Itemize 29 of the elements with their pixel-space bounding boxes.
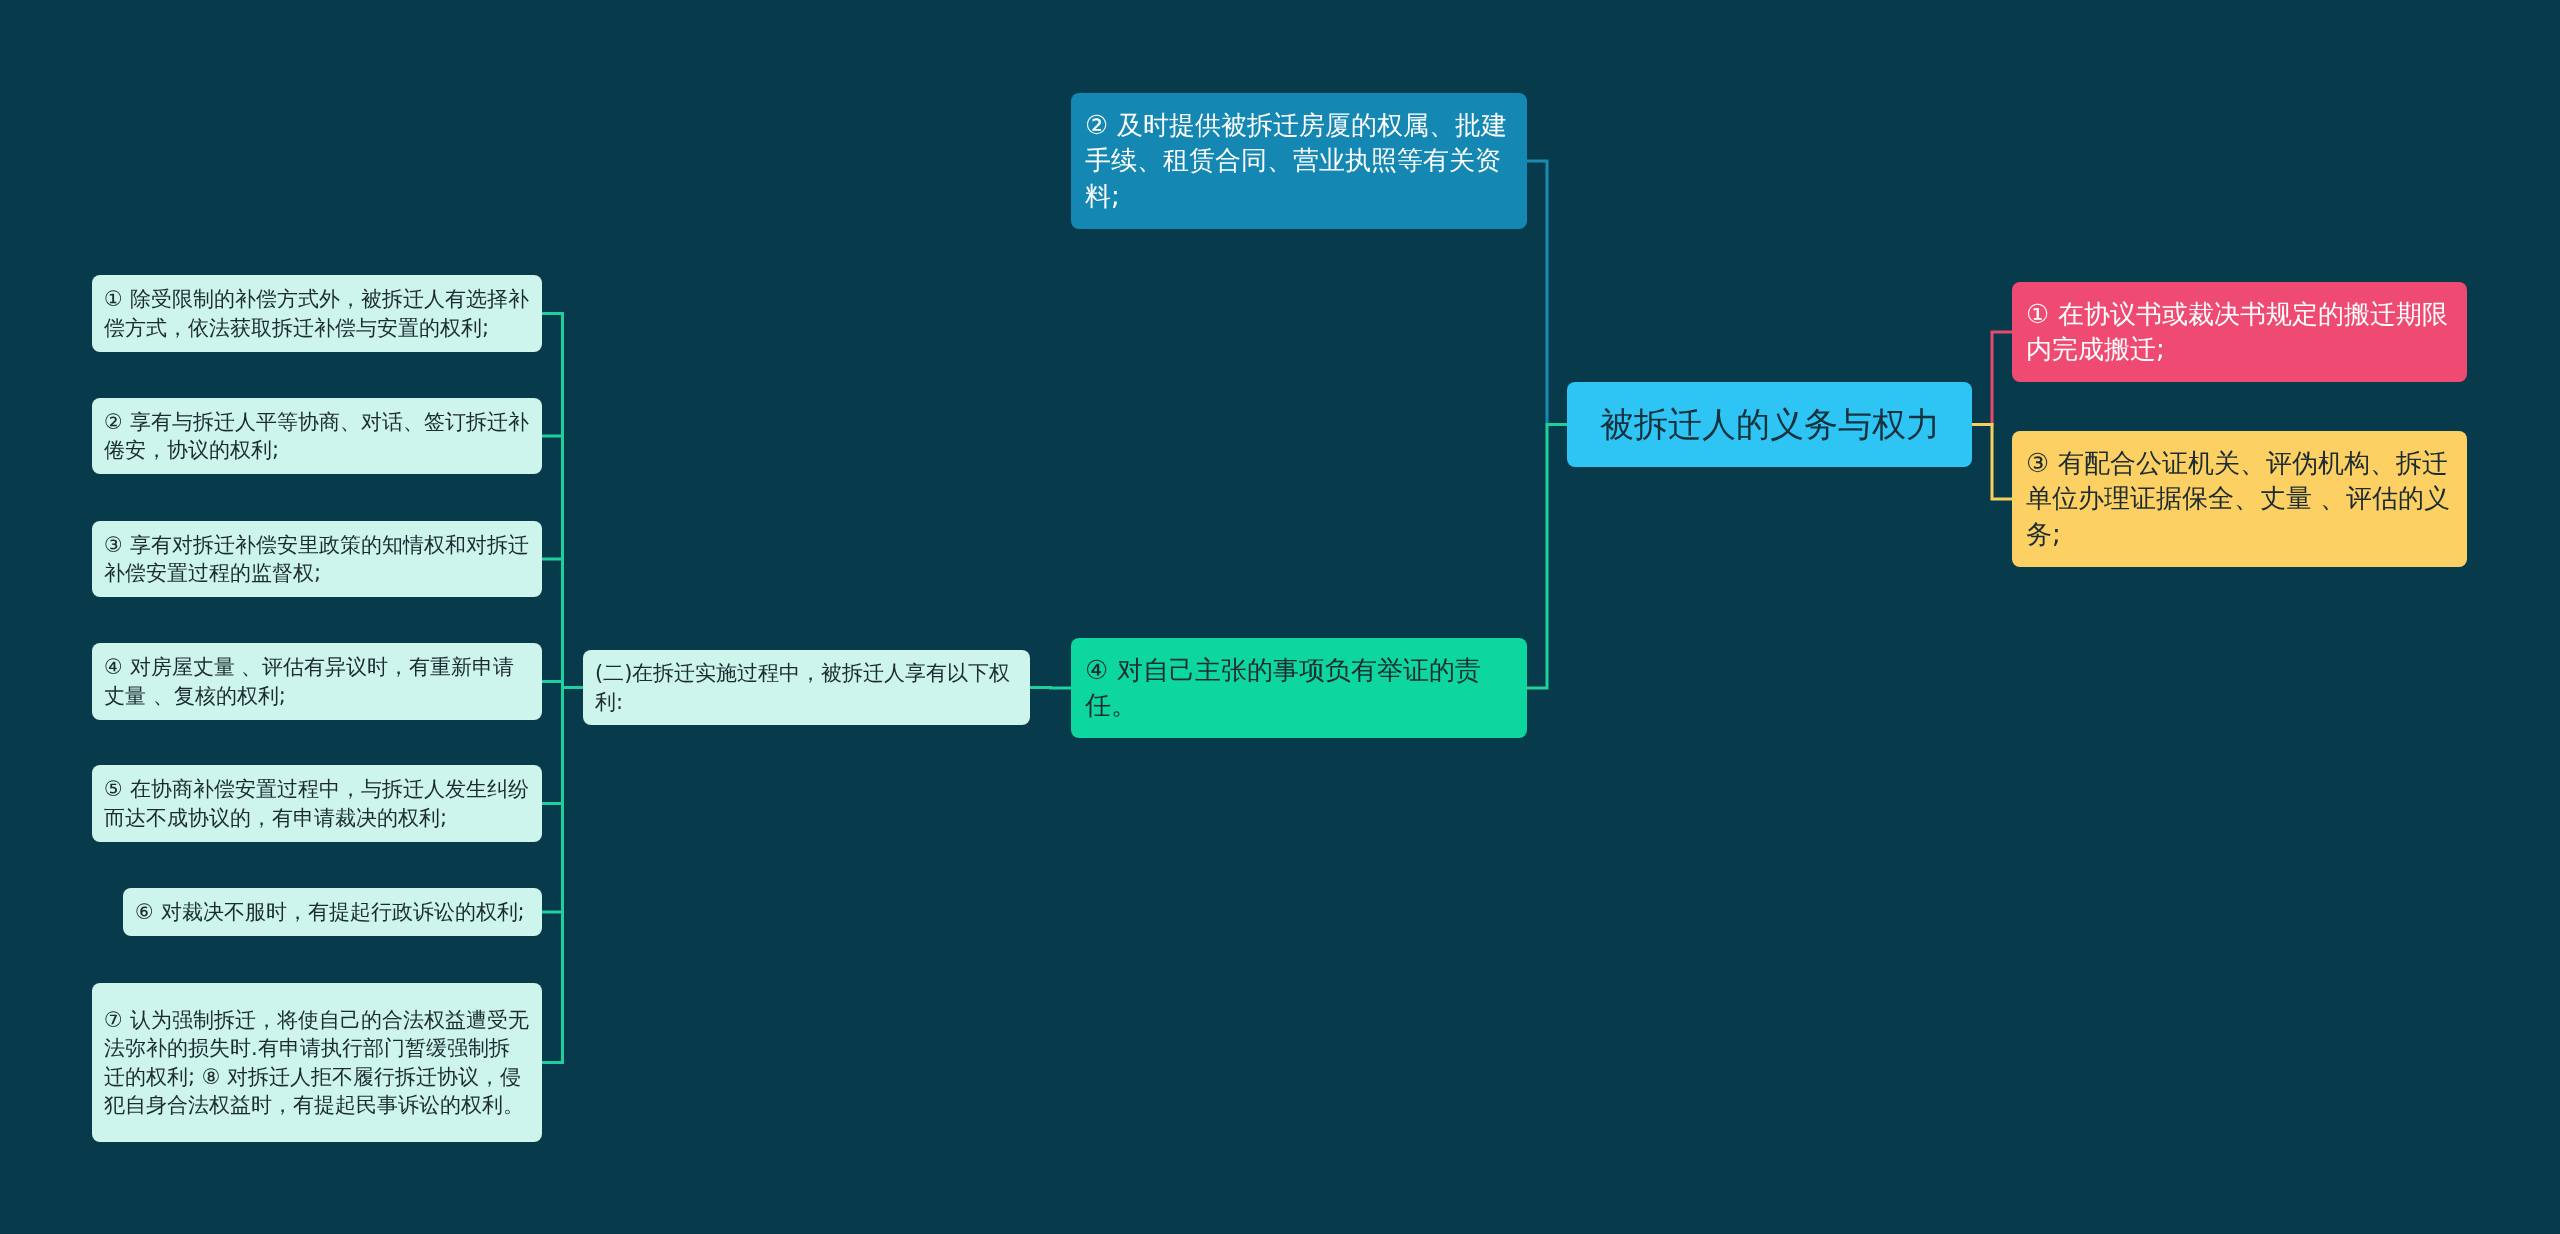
connector-line: [1972, 423, 2012, 501]
connector-line: [1527, 423, 1567, 690]
topic-text: ③ 享有对拆迁补偿安里政策的知情权和对拆迁补偿安置过程的监督权;: [104, 531, 530, 587]
topic-box: [92, 521, 542, 597]
topic-text: ③ 有配合公证机关、评伪机构、拆迁单位办理证据保全、丈量 、评估的义务;: [2026, 447, 2452, 551]
topic-box: [2012, 431, 2467, 567]
topic-box: [123, 888, 542, 936]
topic-box: [92, 643, 542, 720]
topic-text: ① 在协议书或裁决书规定的搬迁期限内完成搬迁;: [2026, 297, 2449, 366]
topic-box: [92, 398, 542, 474]
topic-text: ④ 对自己主张的事项负有举证的责任。: [1085, 653, 1482, 722]
topic-box: [92, 983, 542, 1142]
topic-box: [92, 275, 542, 352]
topic-box: [2012, 282, 2467, 382]
topic-box: [1071, 638, 1527, 738]
topic-text: ② 享有与拆迁人平等协商、对话、签订拆迁补倦安，协议的权利;: [104, 408, 530, 464]
connector-line: [1030, 686, 1071, 690]
topic-text: ⑤ 在协商补偿安置过程中，与拆迁人发生纠纷而达不成协议的，有申请裁决的权利;: [104, 776, 530, 832]
topic-text: (二)在拆迁实施过程中，被拆迁人享有以下权利:: [595, 660, 1012, 716]
central-topic: [1567, 382, 1972, 467]
subtopic-box: [583, 650, 1030, 725]
topic-text: ⑥ 对裁决不服时，有提起行政诉讼的权利;: [135, 898, 525, 926]
topic-text: 被拆迁人的义务与权力: [1599, 402, 1940, 446]
topic-text: ② 及时提供被拆迁房厦的权属、批建手续、租赁合同、营业执照等有关资料;: [1085, 109, 1508, 213]
topic-box: [92, 765, 542, 842]
topic-text: ① 除受限制的补偿方式外，被拆迁人有选择补偿方式，依法获取拆迁补偿与安置的权利;: [104, 286, 530, 342]
topic-box: [1071, 93, 1527, 229]
topic-text: ⑦ 认为强制拆迁，将使自己的合法权益遭受无法弥补的损失时.有申请执行部门暂缓强制拆迁的权利; ⑧ 对拆迁人拒不履行拆迁协议，侵犯自身合法权益时，有提起民事诉讼的权利。: [104, 1006, 530, 1119]
topic-text: ④ 对房屋丈量 、评估有异议时，有重新申请丈量 、复核的权利;: [104, 654, 516, 710]
